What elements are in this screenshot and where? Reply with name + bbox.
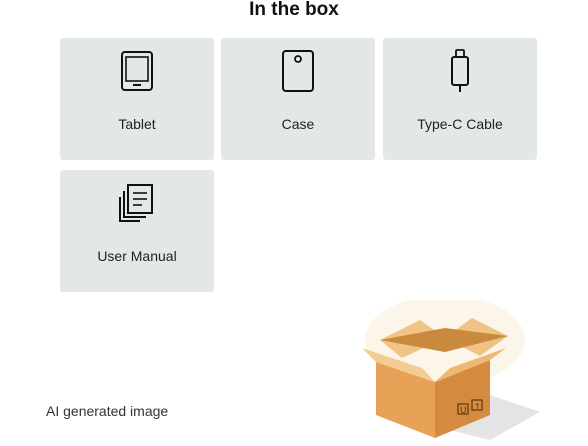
item-label: Tablet bbox=[118, 116, 156, 132]
usb-c-cable-icon bbox=[383, 48, 537, 94]
item-card-type-c-cable: Type-C Cable bbox=[383, 38, 537, 160]
item-label: Case bbox=[281, 116, 315, 132]
section-title: In the box bbox=[249, 0, 339, 20]
item-label: User Manual bbox=[97, 248, 177, 264]
item-label: Type-C Cable bbox=[417, 116, 503, 132]
tablet-icon bbox=[60, 48, 214, 94]
case-icon bbox=[221, 48, 375, 94]
svg-text:↑: ↑ bbox=[474, 402, 481, 411]
item-card-tablet: Tablet bbox=[60, 38, 214, 160]
item-card-case: Case bbox=[221, 38, 375, 160]
user-manual-icon bbox=[60, 180, 214, 226]
open-cardboard-box-icon: U ↑ bbox=[340, 295, 550, 441]
svg-text:U: U bbox=[460, 406, 467, 416]
ai-generated-note: AI generated image bbox=[46, 403, 169, 419]
item-card-user-manual: User Manual bbox=[60, 170, 214, 292]
